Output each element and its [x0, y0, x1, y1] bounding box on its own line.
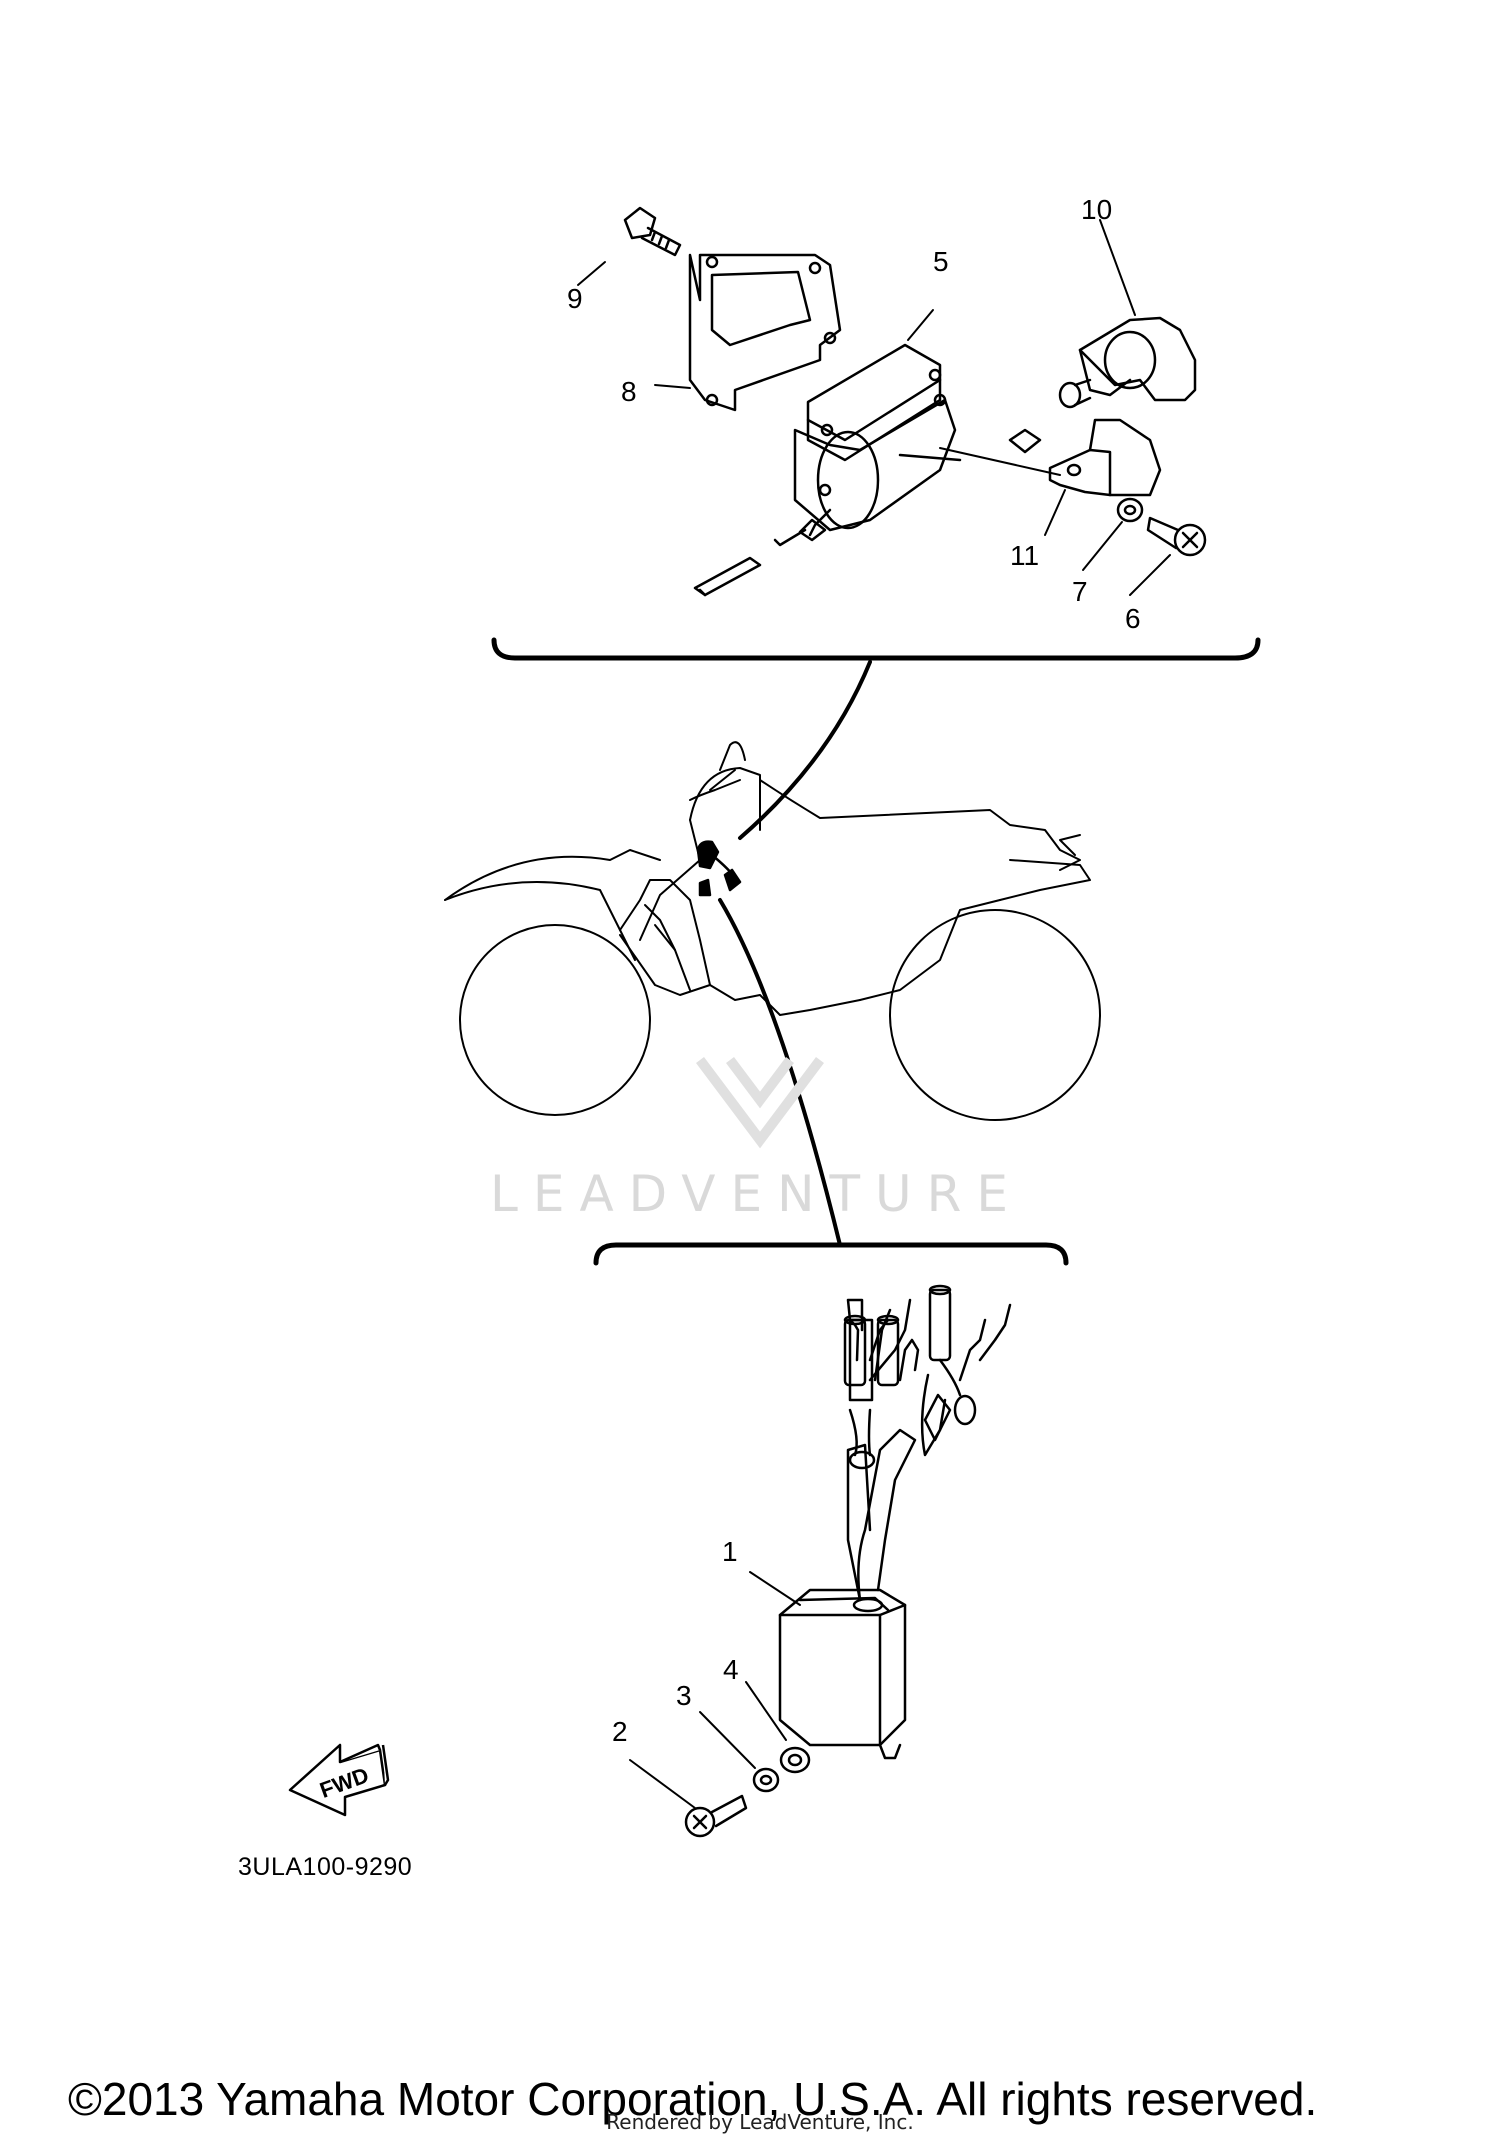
cdi-unit-part-1 — [778, 1428, 917, 1760]
motorcycle-outline — [444, 741, 1101, 1121]
callout-6: 6 — [1125, 603, 1141, 634]
upper-detail-bracket — [491, 637, 1261, 661]
washer-part-7 — [1116, 497, 1144, 523]
wire-part — [1008, 428, 1042, 454]
callout-1: 1 — [722, 1536, 738, 1567]
callout-11: 11 — [1010, 540, 1040, 571]
screw-part-2 — [684, 1794, 748, 1838]
collar-part-4 — [779, 1746, 811, 1774]
clamp-part-11 — [1048, 418, 1162, 497]
spark-plug-cap-part-10 — [1058, 316, 1197, 409]
motorcycle-location-markers — [696, 840, 742, 897]
upper-leader-lines — [577, 219, 1171, 596]
callout-7: 7 — [1072, 576, 1088, 607]
callout-10: 10 — [1081, 194, 1113, 225]
watermark-text: LEADVENTURE — [490, 1165, 1023, 1223]
callout-9: 9 — [567, 283, 583, 314]
washer-part-3 — [752, 1767, 780, 1793]
callout-5: 5 — [933, 246, 949, 277]
callout-2: 2 — [612, 1716, 628, 1747]
lower-detail-bracket — [593, 1242, 1069, 1266]
ignition-coil-part-5 — [693, 343, 962, 597]
upper-pointer-line — [738, 660, 872, 840]
drawing-code: 3ULA100-9290 — [238, 1853, 413, 1881]
lower-leader-lines — [629, 1571, 801, 1809]
lower-pointer-line — [718, 898, 842, 1247]
fwd-arrow-icon: FWD — [288, 1743, 390, 1817]
screw-part-6 — [1146, 516, 1207, 557]
copyright-notice: ©2013 Yamaha Motor Corporation, U.S.A. A… — [68, 2073, 1318, 2125]
bracket-part-8 — [688, 253, 842, 412]
cdi-wire-connectors — [843, 1284, 1012, 1470]
callout-4: 4 — [723, 1654, 739, 1685]
callout-8: 8 — [621, 376, 637, 407]
bolt-part-9 — [623, 206, 682, 257]
watermark-logo-icon — [696, 1057, 824, 1149]
rendered-by-notice: Rendered by LeadVenture, Inc. — [606, 2110, 914, 2134]
callout-3: 3 — [676, 1680, 692, 1711]
